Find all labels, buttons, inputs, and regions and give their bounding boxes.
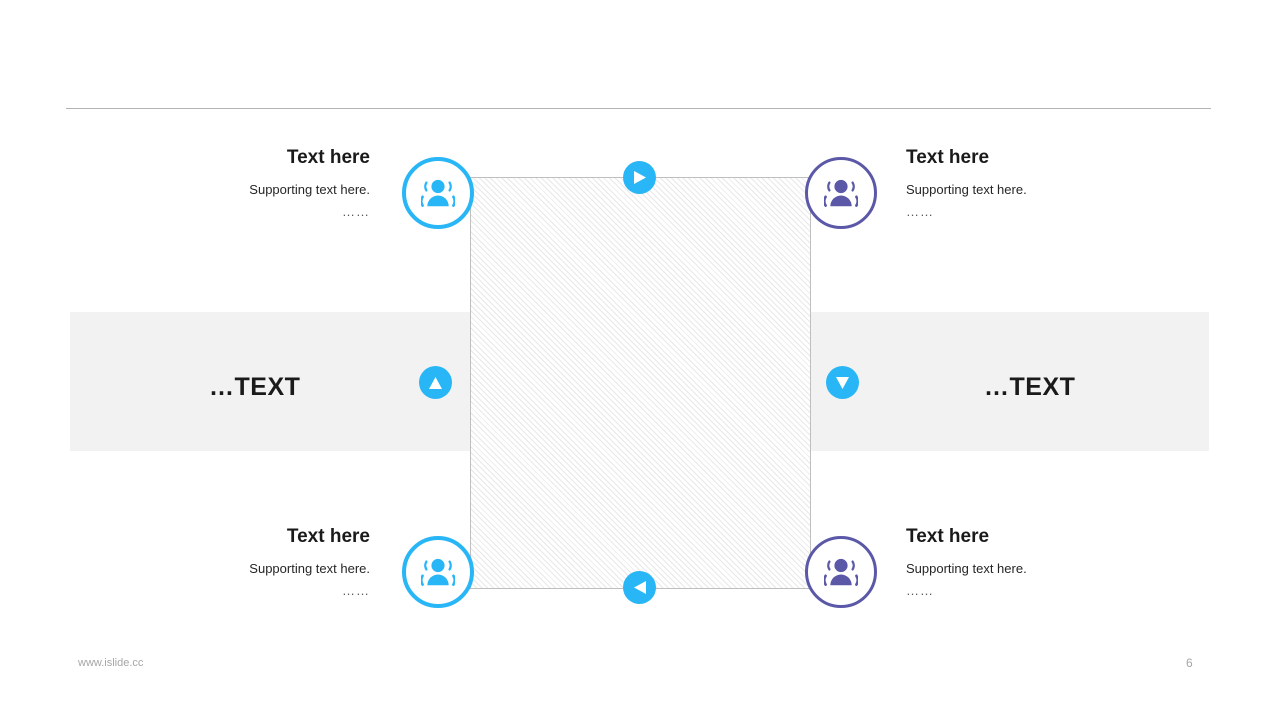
node-circle-bottom-left[interactable] (402, 536, 474, 608)
arrow-down-icon (835, 376, 850, 390)
text-block-dots: …… (342, 582, 370, 598)
users-icon (824, 557, 858, 587)
hatched-center-panel (470, 177, 811, 588)
node-circle-top-right[interactable] (805, 157, 877, 229)
side-label-left: …TEXT (209, 373, 301, 401)
text-block-top-left: Text here Supporting text here. …… (140, 147, 370, 219)
arrow-up-icon (428, 376, 443, 390)
text-block-bottom-right: Text here Supporting text here. …… (906, 526, 1136, 598)
side-label-right: …TEXT (984, 373, 1076, 401)
connector-line-right (810, 177, 811, 588)
text-block-title: Text here (286, 526, 370, 547)
arrow-marker-left[interactable] (419, 366, 452, 399)
users-icon (421, 178, 455, 208)
arrow-left-icon (633, 580, 647, 595)
text-block-dots: …… (906, 203, 934, 219)
node-circle-bottom-right[interactable] (805, 536, 877, 608)
node-circle-top-left[interactable] (402, 157, 474, 229)
arrow-marker-right[interactable] (826, 366, 859, 399)
arrow-marker-bottom[interactable] (623, 571, 656, 604)
text-block-top-right: Text here Supporting text here. …… (906, 147, 1136, 219)
connector-line-left (470, 177, 471, 588)
text-block-title: Text here (906, 147, 990, 168)
text-block-supporting: Supporting text here. (249, 560, 370, 576)
text-block-title: Text here (906, 526, 990, 547)
footer-page-number: 6 (1186, 656, 1193, 670)
text-block-bottom-left: Text here Supporting text here. …… (140, 526, 370, 598)
text-block-supporting: Supporting text here. (906, 181, 1027, 197)
arrow-marker-top[interactable] (623, 161, 656, 194)
header-divider (66, 108, 1211, 109)
text-block-dots: …… (342, 203, 370, 219)
text-block-supporting: Supporting text here. (906, 560, 1027, 576)
users-icon (421, 557, 455, 587)
footer-website[interactable]: www.islide.cc (78, 657, 144, 669)
text-block-supporting: Supporting text here. (249, 181, 370, 197)
arrow-right-icon (633, 170, 647, 185)
users-icon (824, 178, 858, 208)
text-block-title: Text here (286, 147, 370, 168)
text-block-dots: …… (906, 582, 934, 598)
